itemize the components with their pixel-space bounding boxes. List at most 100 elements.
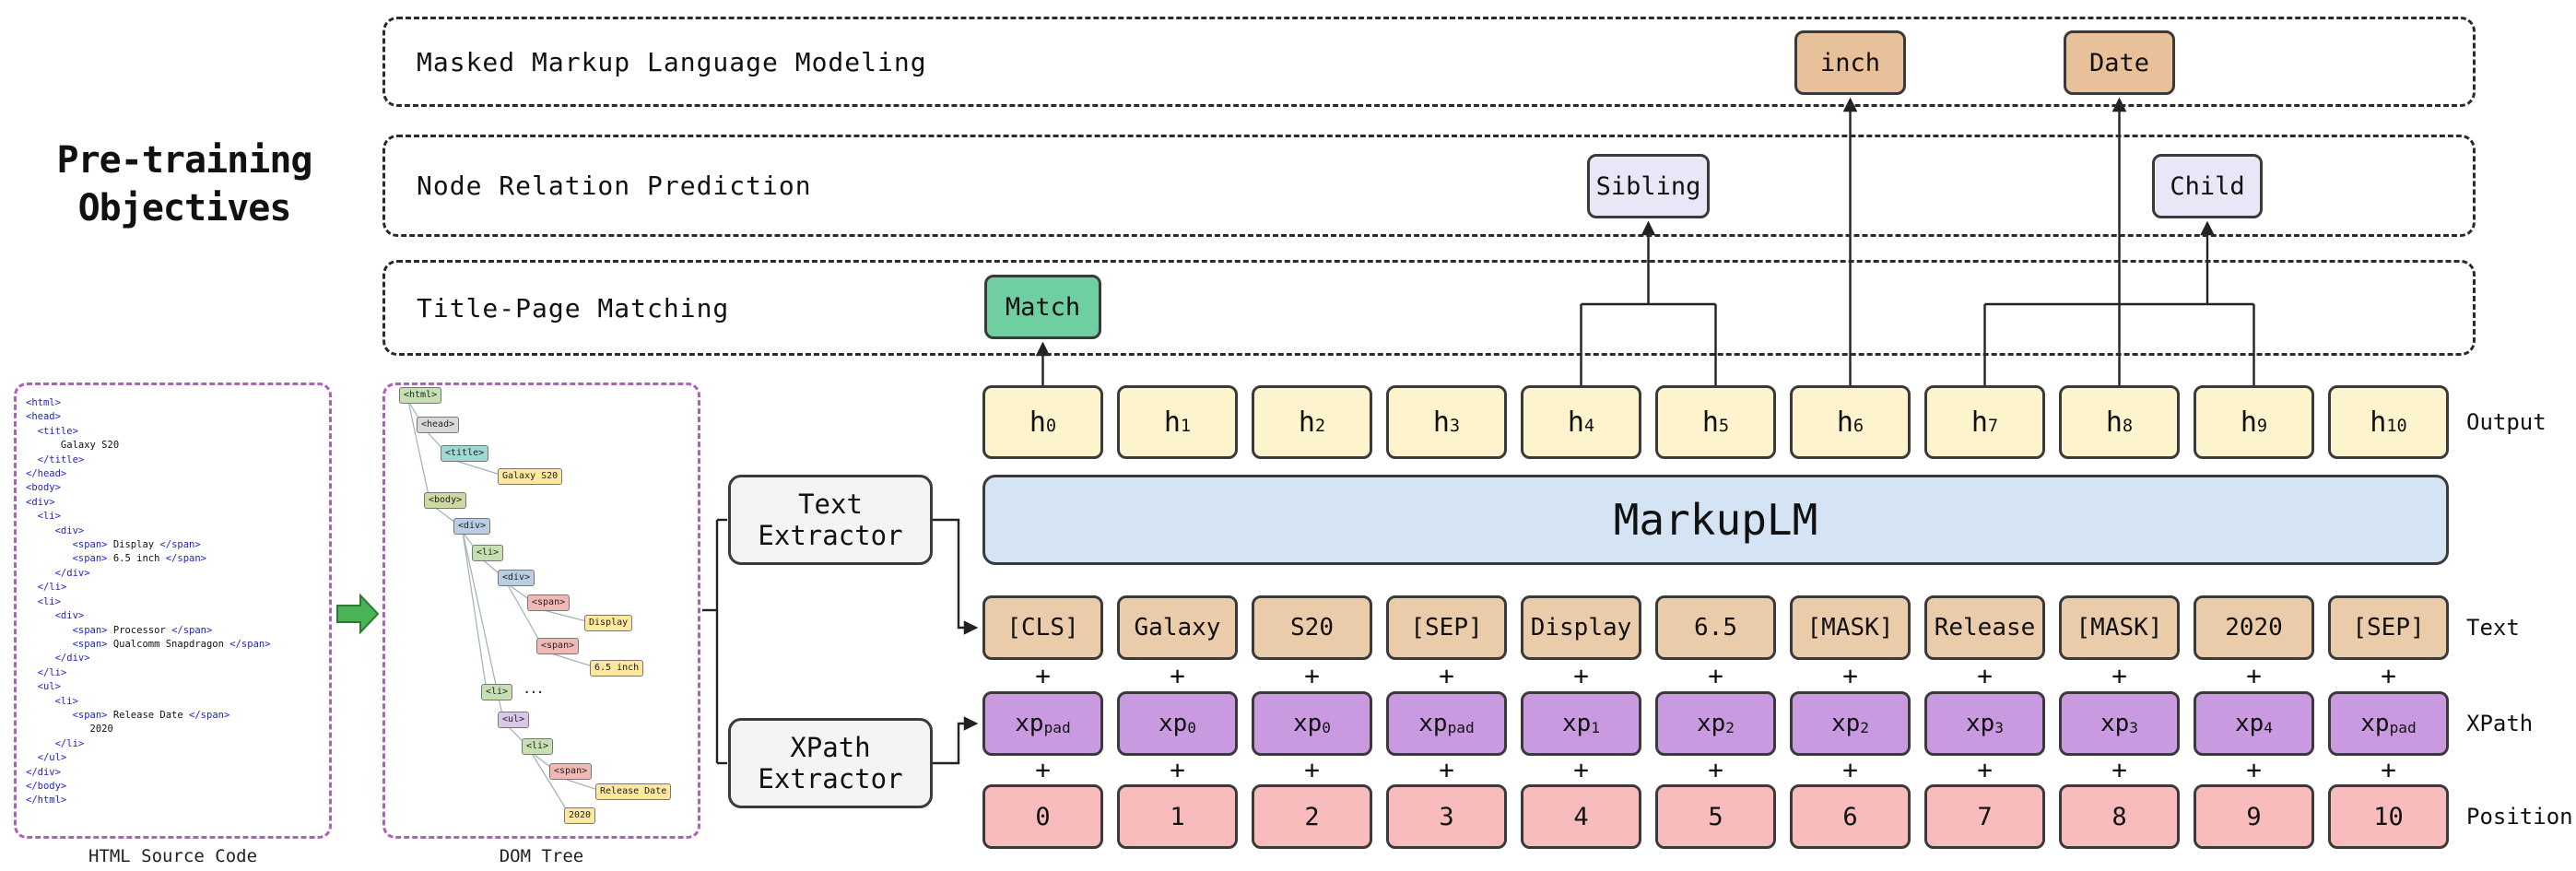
plus-sign: + — [1977, 754, 1993, 785]
dom-tree-node: <span> — [549, 763, 593, 780]
dom-tree-node: Galaxy S20 — [498, 468, 563, 485]
dom-tree-node: <div> — [453, 518, 491, 535]
objective-label-masked-markup-lm: Masked Markup Language Modeling — [417, 46, 927, 77]
dom-tree-edge — [506, 583, 543, 646]
position-cell-5: 5 — [1655, 784, 1776, 849]
code-line: <div> — [26, 496, 55, 508]
code-line: </head> — [26, 468, 67, 480]
dom-tree-edge — [530, 751, 570, 816]
position-cell-9: 9 — [2194, 784, 2314, 849]
text-extractor-line2: Extractor — [758, 520, 903, 551]
plus-sign: + — [1170, 754, 1185, 785]
objective-box-node-relation: Node Relation Prediction — [382, 135, 2476, 237]
xpath-token-6-base: xp — [1830, 710, 1861, 737]
xpath-token-7-sub: 3 — [1994, 718, 2004, 736]
plus-sign: + — [2246, 754, 2262, 785]
row-label-position: Position — [2466, 804, 2573, 830]
text-token-6: [MASK] — [1790, 595, 1911, 660]
code-line: <span> 6.5 inch </span> — [72, 553, 206, 565]
xpath-extractor-line1: XPath — [790, 732, 871, 763]
plus-sign: + — [1035, 754, 1051, 785]
text-token-9: 2020 — [2194, 595, 2314, 660]
prediction-token-date: Date — [2064, 30, 2175, 95]
output-cell-3-sub: 3 — [1449, 417, 1461, 437]
text-token-5: 6.5 — [1655, 595, 1776, 660]
dom-tree-node: <div> — [498, 570, 535, 586]
output-cell-8-base: h — [2105, 406, 2123, 439]
position-cell-6: 6 — [1790, 784, 1911, 849]
caption-html-source: HTML Source Code — [88, 846, 258, 866]
dom-tree-node: ... — [523, 683, 544, 696]
plus-sign: + — [1977, 660, 1993, 691]
xpath-token-1-base: xp — [1158, 710, 1188, 737]
output-cell-7-base: h — [1970, 406, 1988, 439]
prediction-token-inch: inch — [1794, 30, 1906, 95]
xpath-token-1-sub: 0 — [1187, 718, 1196, 736]
output-cell-4-sub: 4 — [1583, 417, 1595, 437]
xpath-token-0-base: xp — [1015, 710, 1044, 737]
text-token-7: Release — [1924, 595, 2045, 660]
output-cell-2-sub: 2 — [1314, 417, 1326, 437]
code-line: <title> — [37, 425, 78, 437]
xpath-token-5-base: xp — [1696, 710, 1726, 737]
arrow-text-extractor-out — [933, 518, 979, 635]
output-cell-8-sub: 8 — [2122, 417, 2134, 437]
output-cell-0-base: h — [1029, 406, 1046, 439]
code-line: </div> — [26, 766, 61, 778]
green-transform-arrow — [336, 593, 380, 635]
xpath-token-6-sub: 2 — [1860, 718, 1869, 736]
code-line: <span> Display </span> — [72, 539, 201, 551]
dom-tree-node: <span> — [536, 638, 580, 654]
xpath-token-2-base: xp — [1292, 710, 1323, 737]
dom-tree-panel — [382, 383, 700, 839]
text-token-3: [SEP] — [1386, 595, 1507, 660]
xpath-token-10-sub: pad — [2389, 718, 2417, 736]
dom-tree-edge — [407, 400, 430, 500]
objective-box-title-page-matching: Title-Page Matching — [382, 260, 2476, 356]
plus-sign: + — [2381, 660, 2396, 691]
output-cell-7-sub: 7 — [1987, 417, 1999, 437]
text-token-10: [SEP] — [2328, 595, 2449, 660]
output-cell-9-base: h — [2240, 406, 2257, 439]
figure-title: Pre-training Objectives — [9, 136, 359, 232]
plus-sign: + — [1035, 660, 1051, 691]
dom-tree-node: <title> — [441, 445, 489, 462]
plus-sign: + — [1708, 754, 1723, 785]
xpath-token-2-sub: 0 — [1322, 718, 1331, 736]
plus-sign: + — [1304, 660, 1320, 691]
xpath-extractor-line2: Extractor — [758, 763, 903, 794]
code-line: </li> — [37, 666, 67, 678]
dom-tree-node: <span> — [527, 594, 570, 611]
dom-tree-node: <li> — [472, 545, 504, 561]
xpath-token-9-base: xp — [2234, 710, 2264, 737]
row-label-xpath: XPath — [2466, 711, 2534, 736]
code-line: <head> — [26, 411, 61, 423]
xpath-token-5-sub: 2 — [1725, 718, 1735, 736]
code-line: </li> — [37, 582, 67, 594]
code-line: </ul> — [37, 752, 67, 764]
text-token-4: Display — [1521, 595, 1641, 660]
xpath-extractor-box: XPath Extractor — [728, 718, 933, 808]
plus-sign: + — [2381, 754, 2396, 785]
code-line: <span> Release Date </span> — [72, 709, 230, 721]
dom-tree-node: <head> — [417, 417, 460, 433]
position-cell-3: 3 — [1386, 784, 1507, 849]
dom-tree-edge — [462, 531, 488, 692]
plus-sign: + — [1170, 660, 1185, 691]
plus-sign: + — [1708, 660, 1723, 691]
